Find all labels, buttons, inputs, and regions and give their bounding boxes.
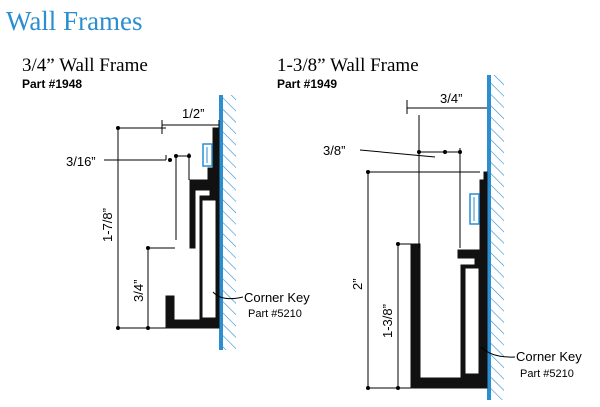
wall-line	[219, 95, 223, 350]
dim-1948-top-width	[161, 120, 220, 134]
frame-1948-group: 3/4” Wall Frame Part #1948 1/2”	[22, 55, 310, 350]
frame-1949-corner-key	[464, 267, 480, 375]
frame-1949-part-number: Part #1949	[277, 77, 337, 91]
dim-1949-height	[367, 171, 480, 389]
frame-1949-group: 1-3/8” Wall Frame Part #1949 3/4” 3/8	[277, 55, 582, 400]
dim-1949-height-label: 2”	[350, 278, 365, 290]
frame-1948-part-number: Part #1948	[22, 77, 82, 91]
frame-1949-title: 1-3/8” Wall Frame	[277, 55, 419, 76]
frame-1948-slot	[182, 298, 194, 312]
dim-1948-inner-height	[147, 247, 175, 328]
dim-1949-top-width-label: 3/4”	[440, 91, 462, 106]
frame-1948-corner-key	[201, 199, 217, 319]
wall-hatch	[491, 75, 504, 400]
dim-1949-lip-label: 3/8”	[323, 143, 345, 158]
frame-1948-title: 3/4” Wall Frame	[22, 55, 148, 76]
dim-1949-lip	[359, 115, 461, 248]
page-title: Wall Frames	[6, 6, 143, 36]
dim-1948-lip	[104, 153, 190, 240]
callout-1949-label: Corner Key	[516, 349, 582, 364]
dim-1948-lip-label: 3/16”	[66, 154, 96, 169]
callout-1948-part: Part #5210	[248, 308, 302, 320]
callout-1948-leader	[212, 291, 244, 300]
dim-1948-top-width-label: 1/2”	[182, 106, 204, 121]
dim-1948-height-label: 1-7/8”	[100, 208, 115, 242]
wall-line	[487, 75, 491, 400]
dim-1949-top-width	[406, 100, 487, 114]
wall-hatch	[223, 95, 236, 350]
callout-1949-part: Part #5210	[520, 368, 574, 380]
frame-1949-slot	[433, 362, 445, 376]
dim-1949-inner-height-label: 1-3/8”	[380, 304, 395, 338]
dim-1949-inner-height	[397, 243, 411, 388]
callout-1949-leader	[480, 346, 516, 358]
dim-1948-height	[117, 127, 166, 329]
callout-1948-label: Corner Key	[244, 290, 310, 305]
dim-1948-inner-height-label: 3/4”	[131, 280, 146, 302]
